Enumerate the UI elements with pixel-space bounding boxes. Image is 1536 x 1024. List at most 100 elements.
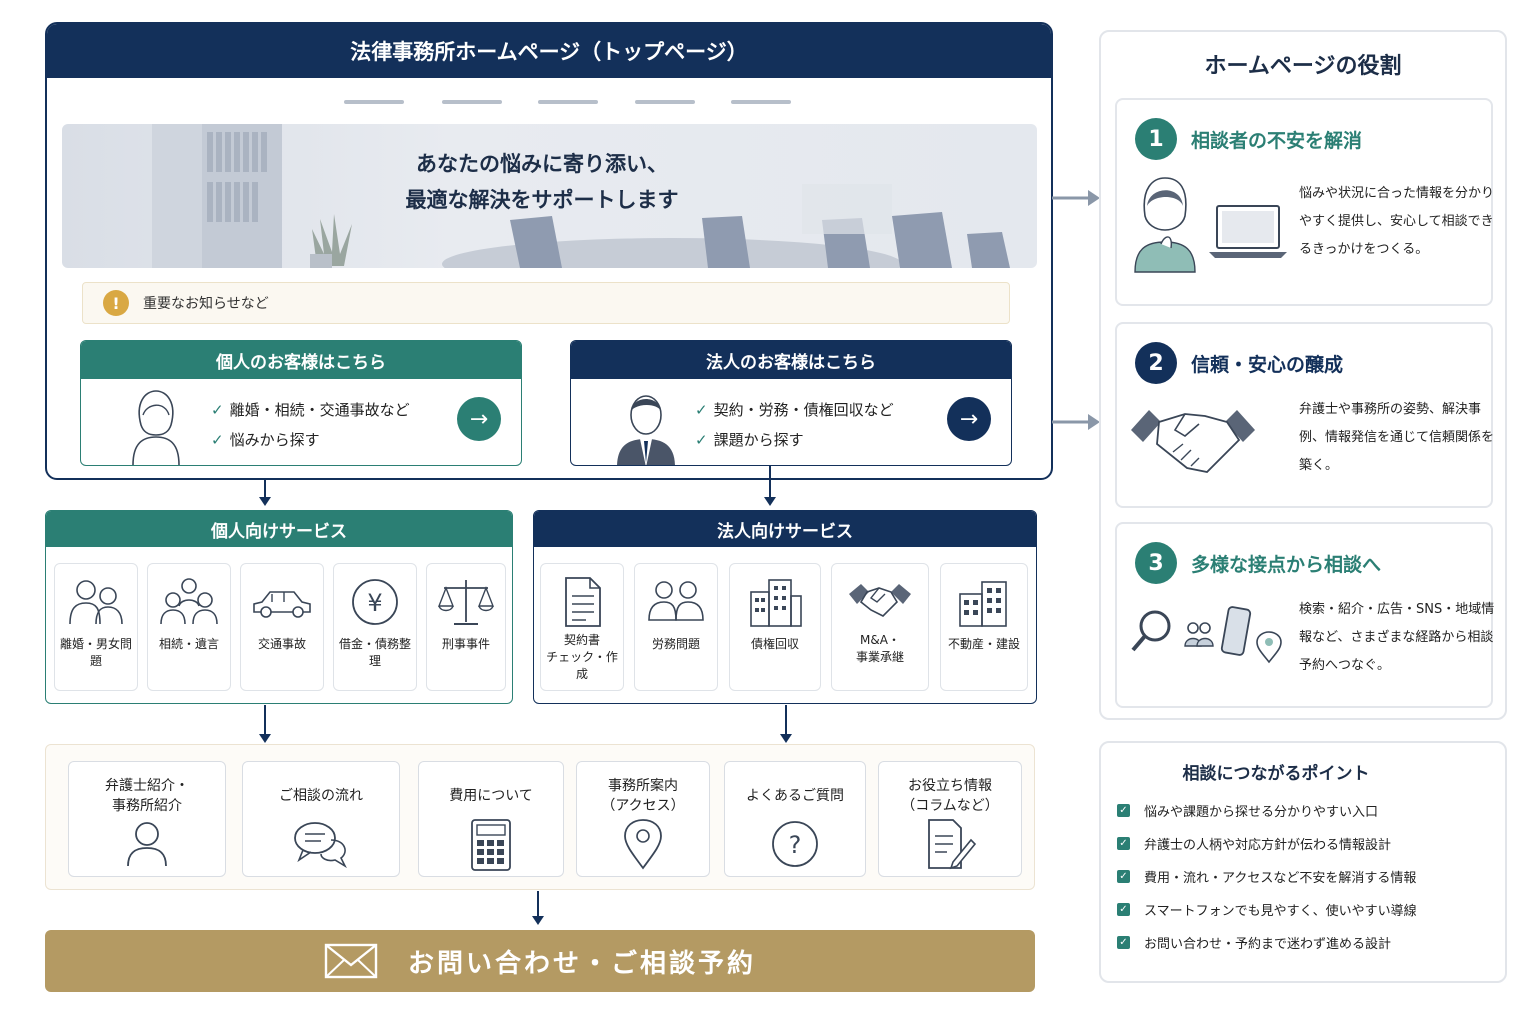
service-tile-contract[interactable]: 契約書 チェック・作成	[540, 563, 624, 691]
service-tile-traffic[interactable]: 交通事故	[240, 563, 324, 691]
service-label: 契約書 チェック・作成	[546, 633, 618, 681]
arrow-right-icon: →	[469, 406, 489, 432]
checkbox-icon: ✓	[1117, 870, 1130, 883]
office-illustration	[152, 124, 1010, 268]
corporate-go-button[interactable]: →	[947, 397, 991, 441]
roles-title: ホームページの役割	[1204, 54, 1402, 79]
info-label: ご相談の流れ	[279, 788, 363, 804]
corporate-services-heading: 法人向けサービス	[534, 511, 1036, 547]
info-card-column[interactable]: お役立ち情報 （コラムなど）	[878, 761, 1022, 877]
consultation-points-panel: 相談につながるポイント ✓悩みや課題から探せる分かりやすい入口 ✓弁護士の人柄や…	[1099, 741, 1507, 983]
role-title: 相談者の不安を解消	[1191, 130, 1363, 152]
notice-bar[interactable]: ! 重要なお知らせなど	[82, 282, 1010, 324]
individual-customer-card[interactable]: 個人のお客様はこちら ✓離婚・相続・交通事故など ✓悩みから探す →	[80, 340, 522, 466]
businessman-icon	[617, 395, 675, 465]
svg-text:¥: ¥	[367, 589, 382, 617]
corporate-item-1: 契約・労務・債権回収など	[713, 401, 894, 419]
individual-card-list: ✓離婚・相続・交通事故など ✓悩みから探す	[211, 395, 410, 455]
contact-reservation-button[interactable]: お問い合わせ・ご相談予約	[45, 930, 1035, 992]
info-card-lawyers[interactable]: 弁護士紹介・ 事務所紹介	[68, 761, 226, 877]
calculator-icon	[471, 819, 511, 871]
flow-arrow	[780, 705, 792, 743]
individual-card-heading: 個人のお客様はこちら	[81, 341, 521, 379]
point-text: お問い合わせ・予約まで迷わず進める設計	[1144, 937, 1392, 952]
woman-icon	[132, 390, 180, 465]
corporate-card-list: ✓ 契約・労務・債権回収など ✓ 課題から探す	[695, 395, 894, 455]
exclamation-icon: !	[103, 290, 129, 316]
individual-item-2: 悩みから探す	[229, 431, 320, 449]
hero-message: あなたの悩みに寄り添い、 最適な解決をサポートします	[62, 146, 1022, 218]
arrow-right-icon: →	[959, 406, 979, 432]
service-tile-debt[interactable]: ¥ 借金・債務整理	[333, 563, 417, 691]
check-icon: ✓	[695, 431, 708, 449]
roles-panel: ホームページの役割 1 相談者の不安を解消 悩みや状況に合った情報を分かりやすく…	[1099, 30, 1507, 720]
car-icon	[253, 591, 311, 618]
handshake-icon	[1131, 410, 1255, 473]
flow-arrows-right	[1052, 190, 1100, 430]
service-label: M&A・ 事業承継	[855, 633, 904, 664]
check-icon: ✓	[695, 401, 708, 419]
worried-woman-laptop-icon	[1134, 177, 1287, 273]
info-label: 費用について	[449, 788, 533, 804]
service-tile-criminal[interactable]: 刑事事件	[426, 563, 506, 691]
service-label: 借金・債務整理	[338, 637, 411, 668]
corporate-item-2: 課題から探す	[713, 431, 804, 449]
service-tile-real-estate[interactable]: 不動産・建設	[940, 563, 1028, 691]
role-text: 悩みや状況に合った情報を分かりやすく提供し、安心して相談できるきっかけをつくる。	[1299, 186, 1495, 257]
point-item: ✓ お問い合わせ・予約まで迷わず進める設計	[1117, 933, 1391, 952]
corporate-customer-card[interactable]: 法人のお客様はこちら ✓ 契約・労務・債権回収など ✓ 課題から探す →	[570, 340, 1012, 466]
handshake-icon	[849, 584, 911, 617]
info-card-flow[interactable]: ご相談の流れ	[242, 761, 400, 877]
nav-item[interactable]	[731, 100, 791, 104]
envelope-icon	[324, 943, 378, 979]
info-label: よくあるご質問	[746, 788, 844, 804]
notice-text: 重要なお知らせなど	[143, 296, 269, 312]
service-label: 刑事事件	[441, 637, 490, 651]
question-icon: ?	[772, 821, 818, 867]
nav-item[interactable]	[344, 100, 404, 104]
individual-item-1: 離婚・相続・交通事故など	[229, 401, 410, 419]
service-tile-labor[interactable]: 労務問題	[634, 563, 718, 691]
buildings-icon	[959, 581, 1007, 627]
cta-label: お問い合わせ・ご相談予約	[407, 948, 756, 979]
point-text: スマートフォンでも見やすく、使いやすい導線	[1144, 904, 1417, 919]
checkbox-icon: ✓	[1117, 837, 1130, 850]
service-tile-debt-collection[interactable]: 債権回収	[729, 563, 821, 691]
individual-go-button[interactable]: →	[457, 397, 501, 441]
point-text: 悩みや課題から探せる分かりやすい入口	[1144, 805, 1379, 820]
hero-line1: あなたの悩みに寄り添い、	[416, 152, 668, 176]
scales-icon	[437, 580, 495, 625]
info-card-faq[interactable]: よくあるご質問 ?	[724, 761, 866, 877]
point-item: ✓費用・流れ・アクセスなど不安を解消する情報	[1117, 867, 1416, 886]
info-pages-panel: 弁護士紹介・ 事務所紹介 ご相談の流れ 費用について 事務所案内 （アク	[45, 744, 1035, 890]
service-tile-divorce[interactable]: 離婚・男女問題	[54, 563, 138, 691]
people-icon	[648, 581, 704, 621]
checkbox-icon: ✓	[1117, 804, 1130, 817]
info-card-access[interactable]: 事務所案内 （アクセス）	[576, 761, 710, 877]
service-tile-ma[interactable]: M&A・ 事業承継	[831, 563, 929, 691]
checkbox-icon: ✓	[1117, 936, 1130, 949]
role-title: 信頼・安心の醸成	[1191, 354, 1344, 376]
check-icon: ✓	[211, 431, 224, 449]
points-title: 相談につながるポイント	[1182, 764, 1370, 784]
nav-item[interactable]	[538, 100, 598, 104]
individual-services-heading: 個人向けサービス	[46, 511, 512, 547]
individual-services-panel: 個人向けサービス 離婚・男女問題 相続・遺言 交通事故	[45, 510, 513, 704]
chat-icon	[294, 822, 347, 868]
role-text: 弁護士や事務所の姿勢、解決事例、情報発信を通じて信頼関係を築く。	[1299, 402, 1495, 473]
corporate-card-heading: 法人のお客様はこちら	[571, 341, 1011, 379]
service-tile-inheritance[interactable]: 相続・遺言	[147, 563, 231, 691]
building-icon	[750, 579, 802, 627]
info-card-fees[interactable]: 費用について	[418, 761, 564, 877]
nav-item[interactable]	[635, 100, 695, 104]
service-label: 相続・遺言	[158, 637, 219, 651]
role-number: 1	[1135, 118, 1177, 160]
checkbox-icon: ✓	[1117, 903, 1130, 916]
nav-item[interactable]	[442, 100, 502, 104]
search-people-phone-icon	[1131, 606, 1282, 664]
service-label: 債権回収	[750, 637, 799, 651]
flow-arrow	[259, 705, 271, 743]
point-item: ✓ 悩みや課題から探せる分かりやすい入口	[1117, 801, 1378, 820]
homepage-title: 法律事務所ホームページ（トップページ）	[47, 24, 1051, 78]
flow-arrow	[259, 480, 271, 506]
